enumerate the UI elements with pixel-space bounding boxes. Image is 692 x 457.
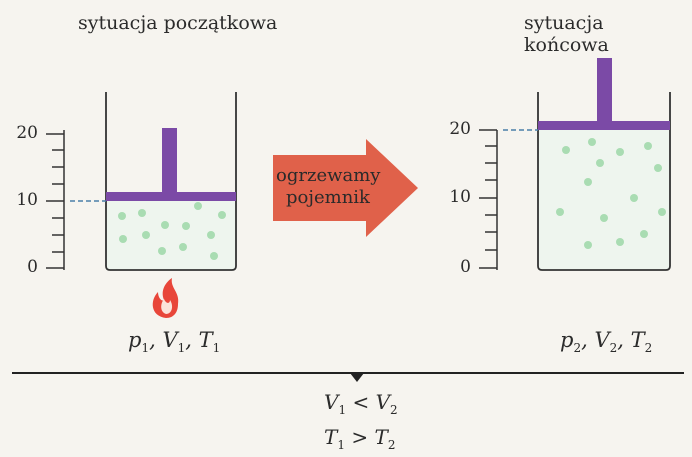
arrow-right-icon <box>273 139 418 237</box>
volume-relation: V1 < V2 <box>324 390 398 417</box>
subscript: 1 <box>337 438 345 452</box>
piston-final <box>538 121 670 130</box>
symbol-v: V <box>162 328 178 352</box>
container-final <box>503 58 671 271</box>
symbol-t: T <box>198 328 213 352</box>
gas-particles-final <box>556 138 666 249</box>
symbol-t: T <box>324 425 338 449</box>
subscript: 1 <box>212 341 221 356</box>
final-situation-title: sytuacja końcowa <box>524 12 609 56</box>
arrow-label-line1: ogrzewamy <box>276 165 381 186</box>
symbol-p: p <box>128 328 142 352</box>
symbol-t: T <box>630 328 645 352</box>
subscript: 1 <box>177 341 186 356</box>
final-state-params: p2, V2, T2 <box>560 328 653 356</box>
subscript: 1 <box>338 403 347 417</box>
symbol-v: V <box>375 390 391 414</box>
symbol-v: V <box>594 328 610 352</box>
tick-label-10-left: 10 <box>16 190 38 210</box>
greater-than-sign: > <box>344 425 375 449</box>
symbol-v: V <box>324 390 339 414</box>
divider-line <box>12 372 684 382</box>
initial-situation-title: sytuacja początkowa <box>78 12 278 34</box>
tick-label-0-right: 0 <box>460 257 471 277</box>
less-than-sign: < <box>346 390 376 414</box>
arrow-label: ogrzewamy pojemnik <box>276 165 380 209</box>
initial-state-params: p1, V1, T1 <box>128 328 221 356</box>
piston-initial <box>106 192 236 201</box>
subscript: 2 <box>644 341 653 356</box>
tick-label-20-right: 20 <box>449 119 471 139</box>
symbol-t: T <box>374 425 388 449</box>
scale-left <box>46 130 65 270</box>
symbol-p: p <box>560 328 574 352</box>
piston-rod-final <box>597 58 612 123</box>
arrow-label-line2: pojemnik <box>286 187 370 208</box>
flame-icon <box>152 278 179 318</box>
scale-right <box>479 129 498 270</box>
tick-label-20-left: 20 <box>16 123 38 143</box>
gas-final <box>538 130 670 269</box>
subscript: 2 <box>390 403 398 417</box>
container-initial <box>70 92 237 271</box>
gas-particles-initial <box>118 202 226 260</box>
subscript: 2 <box>573 341 582 356</box>
tick-label-0-left: 0 <box>27 257 38 277</box>
subscript: 1 <box>141 341 150 356</box>
temperature-relation: T1 > T2 <box>324 425 395 452</box>
subscript: 2 <box>609 341 618 356</box>
subscript: 2 <box>387 438 396 452</box>
tick-label-10-right: 10 <box>449 187 471 207</box>
piston-rod-initial <box>162 128 177 194</box>
